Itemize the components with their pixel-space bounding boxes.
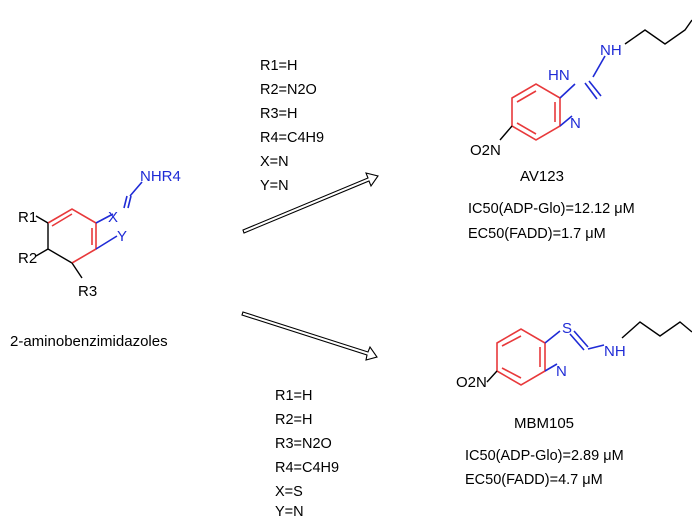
condition-top-4: R4=C4H9 (260, 130, 324, 146)
av123-benzene (511, 83, 561, 141)
r2-label: R2 (18, 250, 37, 267)
condition-top-3: R3=H (260, 106, 297, 122)
amine-label: NHR4 (140, 168, 181, 185)
condition-top-2: R2=N2O (260, 82, 317, 98)
x-atom-label: X (108, 209, 118, 226)
arrow-top (242, 172, 379, 234)
av123-nitro: O2N (470, 142, 501, 159)
condition-top-1: R1=H (260, 58, 297, 74)
mbm105-benzene-double (501, 335, 541, 379)
precursor-benzene-double-bonds (51, 213, 93, 245)
av123-ic50: IC50(ADP-Glo)=12.12 μM (468, 201, 635, 217)
conditions-top: R1=H R2=N2O R3=H R4=C4H9 X=N Y=N (260, 58, 324, 194)
mbm105-n-ring: N (556, 363, 567, 380)
precursor-amine-bond (129, 181, 143, 197)
av123-name: AV123 (520, 168, 564, 185)
condition-bottom-4: R4=C4H9 (275, 460, 339, 476)
av123-benzene-double (516, 90, 556, 135)
mbm105-benzene (496, 328, 546, 386)
condition-bottom-1: R1=H (275, 388, 312, 404)
mbm105-butyl-chain (621, 321, 692, 339)
condition-top-6: Y=N (260, 178, 289, 194)
av123-nh-ring: HN (548, 67, 570, 84)
y-atom-label: Y (117, 228, 127, 245)
av123-nh-amine: NH (600, 42, 622, 59)
av123-amine-bond (592, 55, 606, 78)
precursor-structure: NHR4 X Y R1 R2 R3 2-aminobenzimidazoles (10, 168, 181, 350)
mbm105-nitro: O2N (456, 374, 487, 391)
av123-butyl-chain (624, 19, 692, 45)
condition-top-5: X=N (260, 154, 289, 170)
mbm105-nitro-bond (486, 370, 498, 383)
precursor-benzene-bonds-red (47, 208, 97, 264)
product-bottom-structure: S NH N O2N MBM105 IC50(ADP-Glo)=2.89 μM … (456, 320, 692, 488)
av123-imidazole (559, 80, 602, 127)
r1-label: R1 (18, 209, 37, 226)
mbm105-ic50: IC50(ADP-Glo)=2.89 μM (465, 448, 624, 464)
condition-bottom-5: X=S (275, 484, 303, 500)
conditions-bottom: R1=H R2=H R3=N2O R4=C4H9 X=S Y=N (275, 388, 339, 519)
r3-label: R3 (78, 283, 97, 300)
product-top-structure: NH HN N O2N AV123 IC50(ADP-Glo)=12.12 μM… (468, 19, 692, 242)
condition-bottom-2: R2=H (275, 412, 312, 428)
av123-n-ring: N (570, 115, 581, 132)
mbm105-thiazole (544, 330, 589, 372)
condition-bottom-6: Y=N (275, 504, 304, 519)
mbm105-name: MBM105 (514, 415, 574, 432)
mbm105-s-atom: S (562, 320, 572, 337)
condition-bottom-3: R3=N2O (275, 436, 332, 452)
precursor-benzene-bonds-black (47, 223, 73, 264)
av123-ec50: EC50(FADD)=1.7 μM (468, 226, 606, 242)
mbm105-amine-bond (587, 344, 605, 350)
mbm105-nh-amine: NH (604, 343, 626, 360)
mbm105-ec50: EC50(FADD)=4.7 μM (465, 472, 603, 488)
precursor-substituent-bonds (35, 215, 83, 279)
precursor-caption: 2-aminobenzimidazoles (10, 333, 168, 350)
arrow-bottom (241, 311, 378, 361)
av123-nitro-bond (499, 125, 513, 141)
precursor-imidazole-bonds (95, 195, 132, 250)
